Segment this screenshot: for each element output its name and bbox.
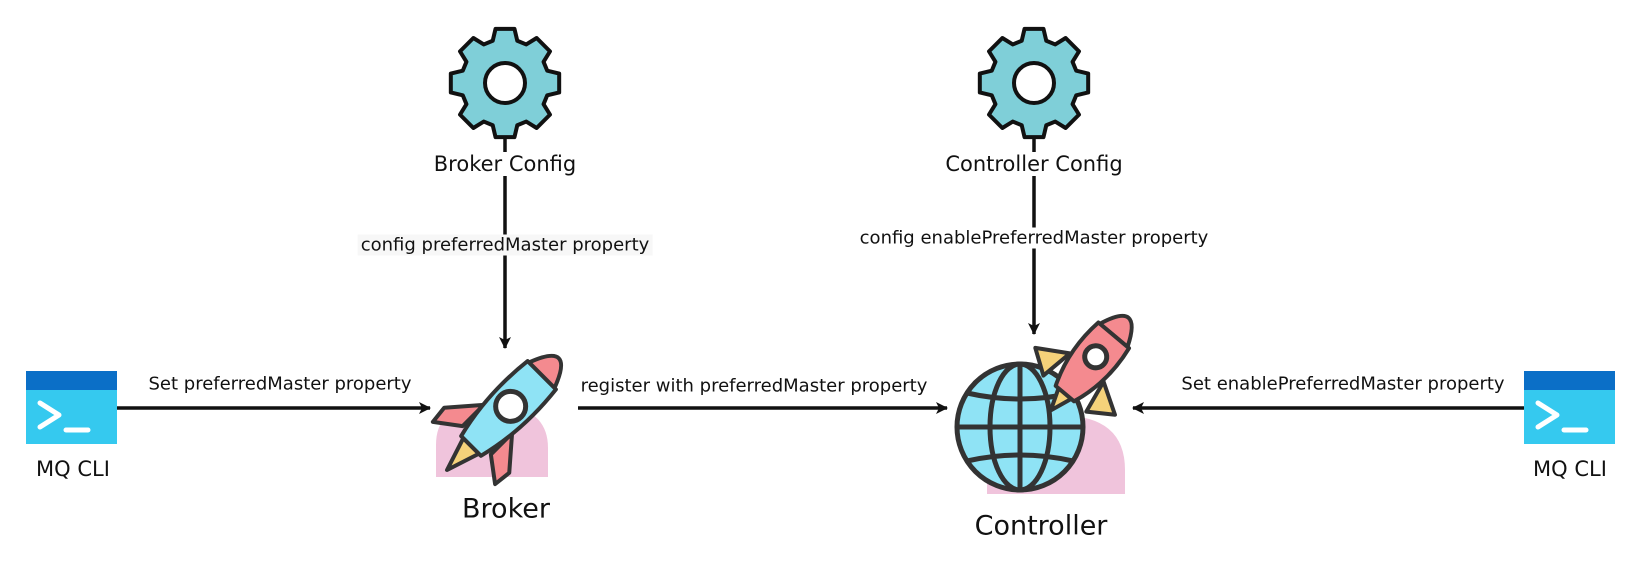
cli-right-terminal-icon: [1524, 371, 1615, 444]
controller-config-gear-icon: [977, 26, 1091, 140]
edge-label-broker-config: config preferredMaster property: [357, 234, 653, 256]
cli-left-terminal-icon: [26, 371, 117, 444]
cli-right-label: MQ CLI: [1533, 457, 1607, 481]
controller-globe-rocket-icon: [954, 313, 1134, 494]
broker-config-label: Broker Config: [431, 152, 579, 176]
broker-label: Broker: [462, 493, 550, 525]
controller-label: Controller: [974, 510, 1108, 542]
edge-label-broker-to-controller: register with preferredMaster property: [577, 375, 931, 397]
globe-icon: [954, 361, 1086, 493]
edge-label-cli-right: Set enablePreferredMaster property: [1178, 373, 1508, 395]
edge-label-cli-left: Set preferredMaster property: [145, 373, 415, 395]
controller-config-label: Controller Config: [943, 152, 1125, 176]
broker-config-gear-icon: [448, 26, 562, 140]
cli-left-label: MQ CLI: [36, 457, 110, 481]
broker-rocket-icon: [430, 353, 564, 487]
edge-label-controller-config: config enablePreferredMaster property: [856, 227, 1212, 249]
